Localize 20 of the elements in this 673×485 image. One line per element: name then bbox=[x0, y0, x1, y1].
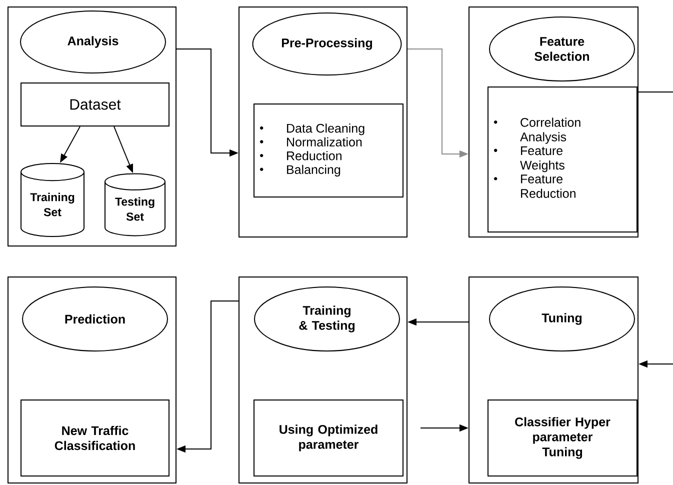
panel-box bbox=[8, 276, 176, 484]
step-box: Classifier Hyper parameter Tuning bbox=[488, 400, 638, 476]
bullet-list-box: Data Cleaning Normalization Reduction Balancing bbox=[254, 104, 404, 198]
database-cylinder: Training Set bbox=[20, 162, 84, 237]
step-box: New Traffic Classification bbox=[20, 400, 170, 476]
panel-box bbox=[238, 6, 408, 238]
ellipse-label: Prediction bbox=[22, 286, 168, 352]
bullet-list-box: Correlation Analysis Feature Weights Feature Reduction bbox=[488, 86, 638, 232]
step-box: Using Optimized parameter bbox=[254, 400, 404, 476]
panel-box bbox=[238, 276, 408, 484]
panel-box bbox=[468, 6, 638, 238]
ellipse-label: Analysis bbox=[20, 10, 166, 74]
database-cylinder: Testing Set bbox=[104, 173, 166, 236]
ellipse-label: Training & Testing bbox=[254, 286, 400, 352]
ellipse-label: Pre-Processing bbox=[252, 12, 402, 76]
ellipse-label: Feature Selection bbox=[489, 16, 635, 82]
dataset-box: Dataset bbox=[20, 82, 170, 126]
panel-box bbox=[468, 276, 638, 484]
panel-box bbox=[8, 6, 176, 246]
ellipse-label: Tuning bbox=[489, 286, 635, 352]
